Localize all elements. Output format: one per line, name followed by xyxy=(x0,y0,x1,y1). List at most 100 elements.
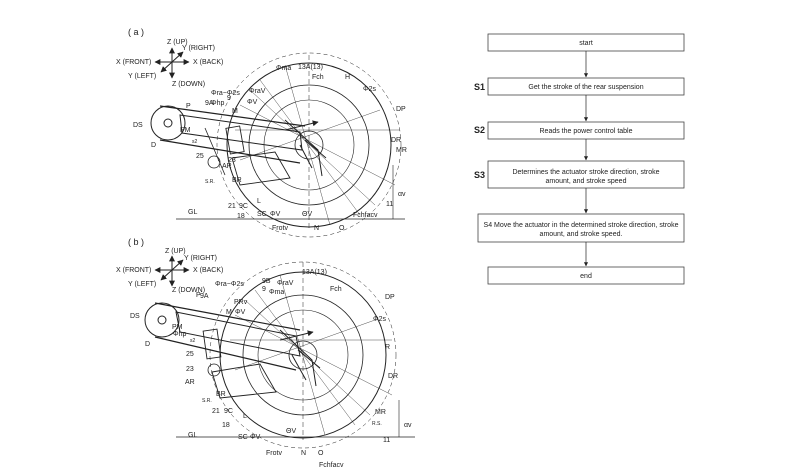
label-alpha-v: αv xyxy=(398,191,406,198)
label-phi-rav: ΦraV xyxy=(249,88,266,95)
label-d: D xyxy=(151,142,156,149)
panel-a-labels: Φma 13A(13) Fch H Φ2s Φra−Φ2s Φhp ΦraV 9… xyxy=(133,64,407,232)
x-front-label: X (FRONT) xyxy=(116,267,151,274)
label-n: N xyxy=(301,450,306,457)
swing-arm xyxy=(175,311,301,357)
label-phi-2s: Φ2s xyxy=(373,316,386,323)
label-frotv: Frotv xyxy=(272,225,288,232)
label-prv: PRv xyxy=(234,299,248,306)
label-phi-2s: Φ2s xyxy=(363,86,376,93)
label-9a: 9A xyxy=(205,100,214,107)
x-back-label: X (BACK) xyxy=(193,59,223,66)
drive-sprocket xyxy=(150,105,186,141)
flowchart-step-s4-box xyxy=(477,213,685,243)
label-p: P xyxy=(196,292,201,299)
chord-line-6 xyxy=(239,109,381,161)
label-25: 25 xyxy=(186,351,194,358)
flowchart-start-label: start xyxy=(579,40,593,47)
panel-b-wheel xyxy=(209,261,397,449)
z-up-label: Z (UP) xyxy=(167,39,188,46)
label-ds: DS xyxy=(130,313,140,320)
label-p: P xyxy=(186,103,191,110)
label-fch: Fch xyxy=(312,74,324,81)
label-phi-v: ΦV xyxy=(247,99,258,106)
label-dr: DR xyxy=(391,137,401,144)
label-21: 21 xyxy=(212,408,220,415)
y-right-label: Y (RIGHT) xyxy=(184,255,217,262)
chord-line-1 xyxy=(234,314,393,396)
y-right-arrow xyxy=(171,259,184,271)
label-dp: DP xyxy=(396,106,406,113)
label-phi-ma: Φma xyxy=(269,289,284,296)
panel-b-axes: Z (UP) Y (RIGHT) X (FRONT) X (BACK) Y (L… xyxy=(116,248,223,294)
label-rs: R.S. xyxy=(372,421,382,427)
z-down-label: Z (DOWN) xyxy=(172,81,205,88)
label-phi-v2: ΦV xyxy=(250,434,261,441)
label-9a: 9A xyxy=(200,293,209,300)
label-mr: MR xyxy=(375,409,386,416)
label-pm: PM xyxy=(180,127,191,134)
label-o: O xyxy=(339,225,345,232)
fch-arrow xyxy=(279,330,314,341)
x-front-label: X (FRONT) xyxy=(116,59,151,66)
drive-sprocket xyxy=(144,302,180,338)
panel-b: ( b ) Z (UP) Y (RIGHT) X (FRONT) X (BACK… xyxy=(116,237,415,469)
label-pm: PM xyxy=(172,324,183,331)
flowchart: start S1 Get the stroke of the rear susp… xyxy=(474,33,685,285)
label-phi-ma: Φma xyxy=(276,65,291,72)
label-dr: DR xyxy=(388,373,398,380)
flowchart-step-s2-text: Reads the power control table xyxy=(540,128,633,135)
panel-a-label: ( a ) xyxy=(128,27,144,37)
flowchart-end-label: end xyxy=(580,273,592,280)
label-r: R xyxy=(385,344,390,351)
actuator-body xyxy=(225,125,245,155)
label-phi-hp: Φhp xyxy=(211,100,224,107)
y-left-arrow xyxy=(160,61,173,73)
label-ar: AR xyxy=(222,163,232,170)
label-sr: S.R. xyxy=(205,179,215,185)
label-alpha-v: αv xyxy=(404,422,412,429)
link-plate xyxy=(211,363,277,399)
chord-line-5 xyxy=(279,274,326,436)
actuator-body xyxy=(202,328,222,360)
label-9c: 9C xyxy=(224,408,233,415)
label-13a: 13A(13) xyxy=(302,269,327,276)
chord-line-5 xyxy=(284,64,331,226)
y-left-label: Y (LEFT) xyxy=(128,281,156,288)
label-13a: 13A(13) xyxy=(298,64,323,71)
label-phi-ra-2s: Φra−Φ2s xyxy=(211,90,240,97)
shock-rod xyxy=(204,127,226,176)
label-phi-hp: Φhp xyxy=(173,331,186,338)
label-phi-rav: ΦraV xyxy=(277,280,294,287)
flowchart-step-s3-id: S3 xyxy=(474,170,485,180)
flowchart-step-s3-box xyxy=(487,160,685,189)
chord-line-4 xyxy=(259,79,361,216)
label-m: M xyxy=(226,309,232,316)
label-gl: GL xyxy=(188,209,197,216)
label-o: O xyxy=(318,450,324,457)
chord-line-3 xyxy=(249,89,376,206)
label-25: 25 xyxy=(196,153,204,160)
flowchart-step-s4-text-line2: amount, and stroke speed. xyxy=(540,231,623,238)
flowchart-step-s3-text-line1: Determines the actuator stroke direction… xyxy=(512,169,659,176)
label-phi-ra-2s: Φra−Φ2s xyxy=(215,281,244,288)
label-m: M xyxy=(232,108,238,115)
label-9: 9 xyxy=(262,286,266,293)
label-h: H xyxy=(345,74,350,81)
flowchart-step-s1-text: Get the stroke of the rear suspension xyxy=(528,84,643,91)
label-phi-v: ΦV xyxy=(235,309,246,316)
flowchart-step-s2-id: S2 xyxy=(474,125,485,135)
label-phi-v2: ΦV xyxy=(270,211,281,218)
flowchart-end-box xyxy=(487,266,685,285)
label-dp: DP xyxy=(385,294,395,301)
label-mr: MR xyxy=(396,147,407,154)
force-vectors xyxy=(284,119,327,177)
z-down-label: Z (DOWN) xyxy=(172,287,205,294)
label-sr: S.R. xyxy=(202,398,212,404)
label-d: D xyxy=(145,341,150,348)
chain-upper xyxy=(154,302,301,331)
y-left-arrow xyxy=(160,269,173,281)
shock-mount xyxy=(207,363,221,377)
swing-arm xyxy=(179,114,303,151)
